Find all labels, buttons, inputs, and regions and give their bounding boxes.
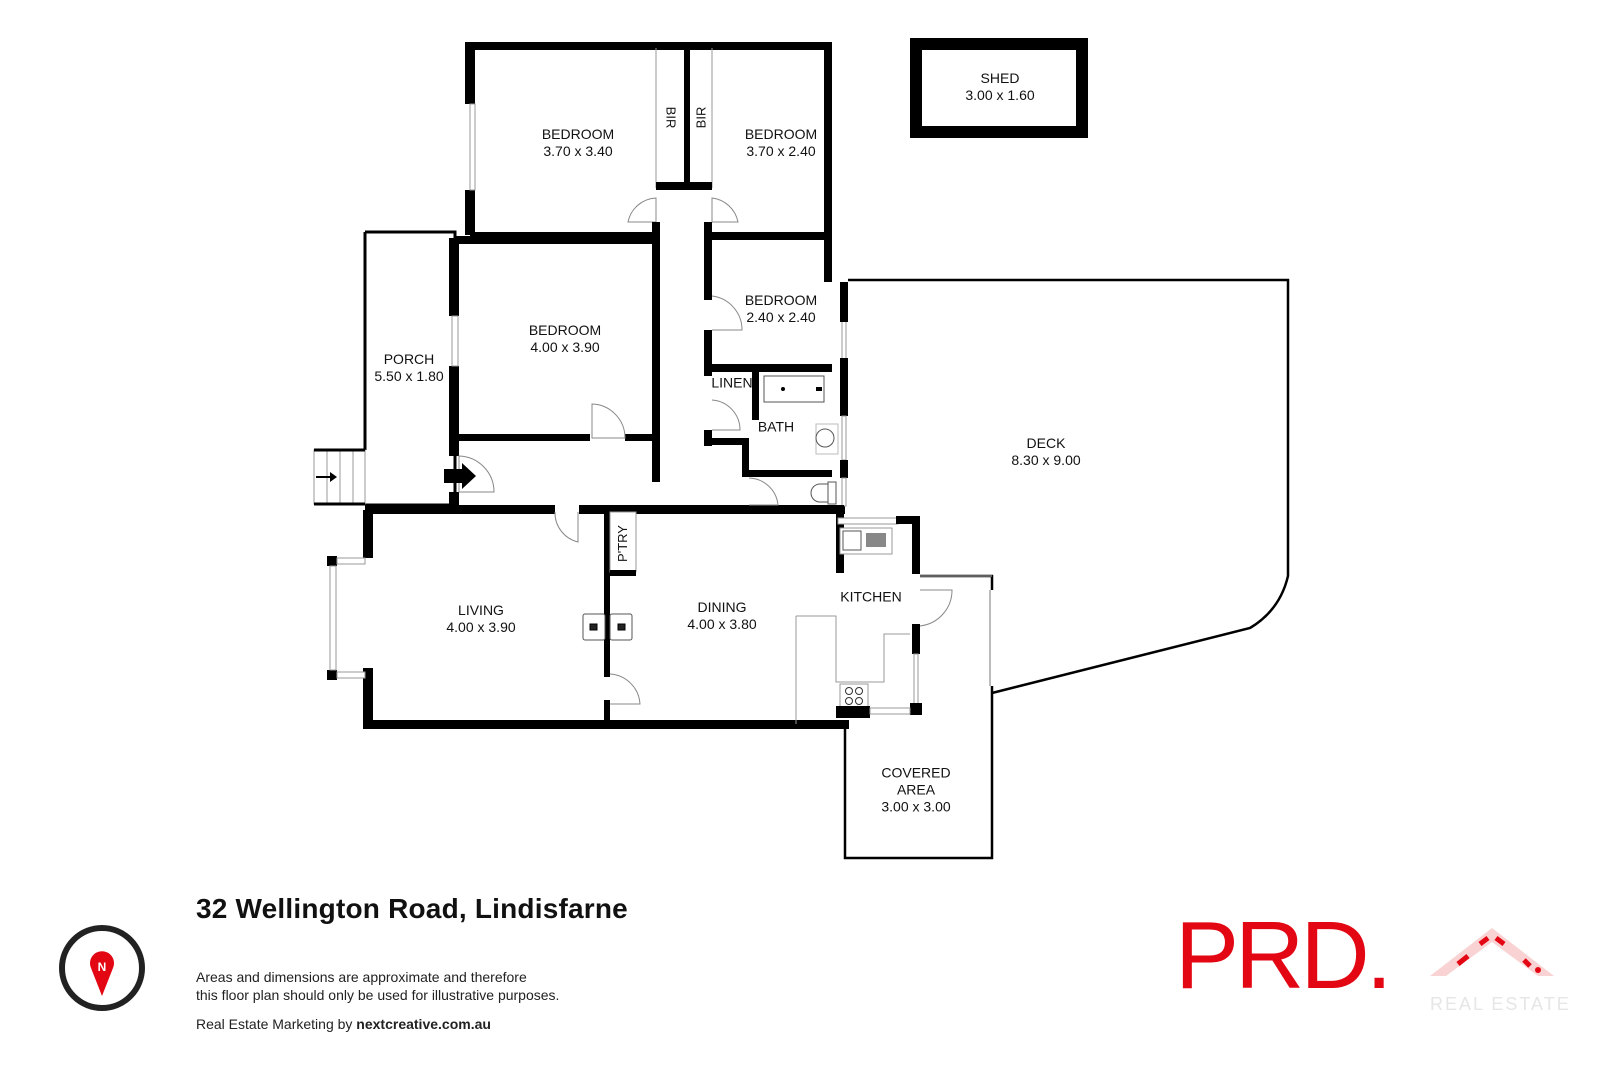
room-dims: 8.30 x 9.00 <box>1011 452 1081 468</box>
wall-right-upper <box>824 42 832 282</box>
shed-wall <box>910 38 1088 138</box>
room-dining: DINING 4.00 x 3.80 <box>687 599 756 633</box>
wall-bir-middle <box>684 48 690 188</box>
room-dims: 5.50 x 1.80 <box>374 368 444 384</box>
room-dims: 4.00 x 3.90 <box>530 339 600 355</box>
room-living: LIVING 4.00 x 3.90 <box>446 602 515 636</box>
room-dims: 3.00 x 3.00 <box>881 798 951 815</box>
credit-site-link[interactable]: nextcreative.com.au <box>356 1016 491 1032</box>
room-linen: LINEN <box>711 375 752 392</box>
room-name: PORCH <box>383 351 435 367</box>
wall-bed1-left <box>465 42 475 104</box>
room-name: BEDROOM <box>744 126 818 142</box>
room-shed: SHED 3.00 x 1.60 <box>965 70 1034 104</box>
room-dims: 3.00 x 1.60 <box>965 87 1035 103</box>
property-address: 32 Wellington Road, Lindisfarne <box>196 893 628 924</box>
room-deck: DECK 8.30 x 9.00 <box>1011 435 1080 469</box>
room-bath: BATH <box>758 419 794 436</box>
room-name: DECK <box>1026 435 1066 451</box>
disclaimer-line-1: Areas and dimensions are approximate and… <box>196 969 527 985</box>
room-name: BEDROOM <box>744 292 818 308</box>
disclaimer: Areas and dimensions are approximate and… <box>196 968 559 1004</box>
window-bed1 <box>469 103 476 191</box>
room-dims: 3.70 x 3.40 <box>543 143 613 159</box>
room-name: DINING <box>697 599 747 615</box>
room-bedroom-3: BEDROOM 4.00 x 3.90 <box>529 322 601 356</box>
deck-outline <box>848 278 1290 695</box>
roof-logo-icon <box>1430 928 1554 976</box>
bir-left-label: BIR <box>663 106 679 129</box>
room-dims: 3.70 x 2.40 <box>746 143 816 159</box>
room-name: LINEN <box>711 374 753 391</box>
room-bedroom-2: BEDROOM 3.70 x 2.40 <box>745 126 817 160</box>
room-kitchen: KITCHEN <box>840 589 901 606</box>
room-bedroom-4: BEDROOM 2.40 x 2.40 <box>745 292 817 326</box>
room-dims: 4.00 x 3.90 <box>446 619 516 635</box>
real-estate-text: REAL ESTATE <box>1430 994 1571 1014</box>
room-name-2: AREA <box>896 781 936 798</box>
room-name: BATH <box>757 418 795 435</box>
prd-logo: PRD. <box>1175 902 1392 1009</box>
wall-bed1-left-b <box>465 190 475 235</box>
room-name-1: COVERED <box>881 764 951 781</box>
room-porch: PORCH 5.50 x 1.80 <box>374 351 443 385</box>
pantry-label: P'TRY <box>614 525 630 562</box>
room-name: SHED <box>980 70 1020 86</box>
room-bedroom-1: BEDROOM 3.70 x 3.40 <box>542 126 614 160</box>
room-name: BEDROOM <box>541 126 615 142</box>
compass-label: N <box>98 960 107 974</box>
bir-right-label: BIR <box>693 106 709 129</box>
disclaimer-line-2: this floor plan should only be used for … <box>196 987 560 1003</box>
room-name: LIVING <box>458 602 504 618</box>
room-dims: 4.00 x 3.80 <box>687 616 757 632</box>
credit: Real Estate Marketing by nextcreative.co… <box>196 1016 491 1032</box>
room-name: BEDROOM <box>528 322 602 338</box>
room-name: KITCHEN <box>840 588 902 605</box>
room-dims: 2.40 x 2.40 <box>746 309 816 325</box>
room-covered-area: COVERED AREA 3.00 x 3.00 <box>881 765 950 816</box>
credit-prefix: Real Estate Marketing by <box>196 1016 357 1032</box>
north-compass-icon: N <box>59 925 145 1011</box>
wall-bedrooms-top <box>470 42 832 50</box>
